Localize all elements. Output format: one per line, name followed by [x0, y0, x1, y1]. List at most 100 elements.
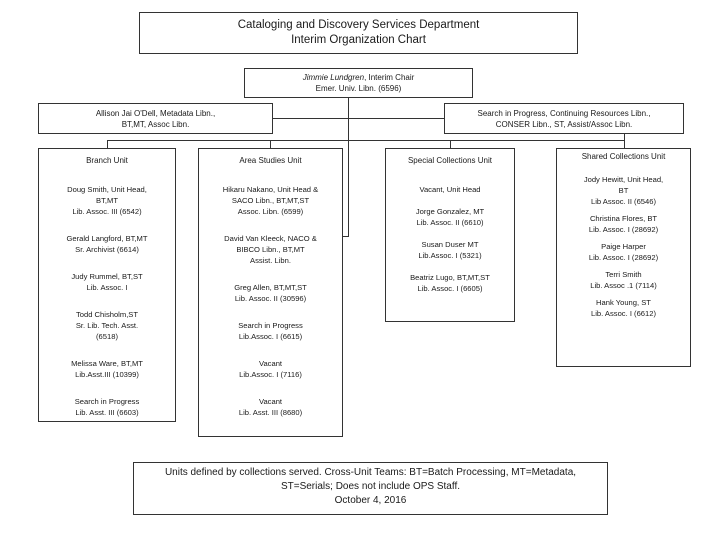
chair-name: Jimmie Lundgren — [302, 73, 365, 82]
unit-title: Special Collections Unit — [407, 156, 493, 165]
staff-entry: Melissa Ware, BT,MT Lib.Asst.III (10399) — [39, 358, 175, 380]
footer-note-box: Units defined by collections served. Cro… — [133, 462, 608, 515]
connector-chair-down — [348, 98, 349, 148]
staff-entry-line: Lib. Assoc. II (30596) — [234, 294, 307, 303]
staff-entry-line: Vacant — [258, 397, 283, 406]
staff-entry-line: BT — [618, 186, 629, 195]
staff-entry-line: Melissa Ware, BT,MT — [71, 359, 143, 368]
staff-entry-line: Lib. Asst. III (6603) — [75, 408, 139, 417]
staff-entry: Jorge Gonzalez, MT Lib. Assoc. II (6610) — [386, 206, 514, 228]
continuing-resources-line2: CONSER Libn., ST, Assist/Assoc Libn. — [495, 120, 633, 129]
staff-entry-line: Lib.Asst.III (10399) — [75, 370, 139, 379]
staff-entry-line: Greg Allen, BT,MT,ST — [234, 283, 307, 292]
staff-entry-line: Lib. Asst. III (8680) — [238, 408, 303, 417]
unit-title: Area Studies Unit — [239, 156, 302, 165]
connector-unit-1 — [270, 140, 271, 148]
staff-entry-line: Hikaru Nakano, Unit Head & — [222, 185, 319, 194]
staff-entry: Susan Duser MT Lib.Assoc. I (5321) — [386, 239, 514, 261]
staff-entry-line: Jorge Gonzalez, MT — [415, 207, 485, 216]
staff-entry-line: Sr. Lib. Tech. Asst. — [75, 321, 139, 330]
staff-entry: Beatriz Lugo, BT,MT,ST Lib. Assoc. I (660… — [386, 272, 514, 294]
staff-entry-line: Christina Flores, BT — [589, 214, 658, 223]
staff-entry-line: Assist. Libn. — [250, 256, 291, 265]
footer-note-date: October 4, 2016 — [334, 495, 407, 506]
staff-entry-line: Lib.Assoc. I (7116) — [239, 370, 302, 379]
staff-entry-line: David Van Kleeck, NACO & — [224, 234, 317, 243]
staff-entry-line: Lib. Assoc. I (28692) — [588, 253, 659, 262]
staff-entry-line: Terri Smith — [605, 270, 642, 279]
connector-area-stub — [343, 236, 349, 237]
footer-note-line1: Units defined by collections served. Cro… — [164, 467, 577, 478]
connector-unit-0 — [107, 140, 108, 148]
staff-entry-line: BIBCO Libn., BT,MT — [236, 245, 305, 254]
chart-subtitle: Interim Organization Chart — [291, 34, 426, 46]
staff-entry: Jody Hewitt, Unit Head, BT Lib Assoc. II (… — [557, 174, 690, 207]
chair-line1: Jimmie Lundgren, Interim Chair — [245, 72, 472, 83]
staff-entry-line: Sr. Archivist (6614) — [75, 245, 139, 254]
staff-entry-line: Gerald Langford, BT,MT — [66, 234, 148, 243]
footer-note-line2: ST=Serials; Does not include OPS Staff. — [280, 481, 461, 492]
staff-entry-line: Doug Smith, Unit Head, — [67, 185, 147, 194]
staff-entry-line: Jody Hewitt, Unit Head, — [583, 175, 664, 184]
staff-entry: Hikaru Nakano, Unit Head & SACO Libn., BT… — [199, 184, 342, 217]
continuing-resources-line1: Search in Progress, Continuing Resources… — [477, 109, 651, 118]
staff-entry: Christina Flores, BT Lib. Assoc. I (28692… — [557, 213, 690, 235]
metadata-librarian-box: Allison Jai O'Dell, Metadata Libn., BT,M… — [38, 103, 273, 134]
staff-entry-line: Lib. Assoc. III (6542) — [72, 207, 142, 216]
staff-entry-line: Assoc. Libn. (6599) — [237, 207, 304, 216]
chair-role: , Interim Chair — [364, 73, 415, 82]
staff-entry-line: Lib.Assoc. I (6615) — [238, 332, 303, 341]
connector-units-bar — [107, 140, 624, 141]
connector-unit-2 — [450, 140, 451, 148]
staff-entry-line: Beatriz Lugo, BT,MT,ST — [410, 273, 490, 282]
staff-entry: Greg Allen, BT,MT,ST Lib. Assoc. II (3059… — [199, 282, 342, 304]
staff-entry-line: SACO Libn., BT,MT,ST — [231, 196, 310, 205]
staff-entry: Todd Chisholm,ST Sr. Lib. Tech. Asst. (651… — [39, 309, 175, 342]
staff-entry-line: Lib.Assoc. I (5321) — [418, 251, 482, 260]
staff-entry-line: Judy Rummel, BT,ST — [71, 272, 143, 281]
staff-entry-line: Todd Chisholm,ST — [75, 310, 139, 319]
staff-entry-line: Search in Progress — [74, 397, 140, 406]
chair-box: Jimmie Lundgren, Interim Chair Emer. Uni… — [244, 68, 473, 98]
staff-entry-line: Paige Harper — [601, 242, 646, 251]
staff-entry-line: Lib. Assoc .1 (7114) — [590, 281, 657, 290]
unit-title: Shared Collections Unit — [581, 152, 666, 161]
staff-entry-line: Lib. Assoc. I — [86, 283, 128, 292]
staff-entry-line: Susan Duser MT — [421, 240, 479, 249]
staff-entry-line: Lib. Assoc. I (6612) — [590, 309, 656, 318]
staff-entry: Judy Rummel, BT,ST Lib. Assoc. I — [39, 271, 175, 293]
staff-entry: David Van Kleeck, NACO & BIBCO Libn., BT,… — [199, 233, 342, 266]
staff-entry-line: BT,MT — [96, 196, 118, 205]
connector-unit-3 — [624, 134, 625, 148]
staff-entry: Gerald Langford, BT,MT Sr. Archivist (661… — [39, 233, 175, 255]
chart-title: Cataloging and Discovery Services Depart… — [237, 19, 480, 31]
staff-entry-line: Lib Assoc. II (6546) — [590, 197, 656, 206]
staff-entry: Vacant, Unit Head — [386, 184, 514, 195]
staff-entry-line: Vacant, Unit Head — [419, 185, 481, 194]
chart-title-box: Cataloging and Discovery Services Depart… — [139, 12, 578, 54]
unit-title: Branch Unit — [86, 156, 128, 165]
metadata-librarian-line1: Allison Jai O'Dell, Metadata Libn., — [95, 109, 216, 118]
staff-entry-line: (6518) — [96, 332, 118, 341]
staff-entry-line: Lib. Assoc. II (6610) — [416, 218, 484, 227]
staff-entry-line: Vacant — [258, 359, 283, 368]
continuing-resources-box: Search in Progress, Continuing Resources… — [444, 103, 684, 134]
staff-entry-line: Lib. Assoc. I (6605) — [417, 284, 483, 293]
connector-area-vertical — [348, 148, 349, 236]
staff-entry-line: Search in Progress — [238, 321, 303, 330]
staff-entry: Doug Smith, Unit Head, BT,MT Lib. Assoc. I… — [39, 184, 175, 217]
metadata-librarian-line2: BT,MT, Assoc Libn. — [121, 120, 190, 129]
staff-entry-line: Lib. Assoc. I (28692) — [588, 225, 659, 234]
connector-side-left — [273, 118, 444, 119]
